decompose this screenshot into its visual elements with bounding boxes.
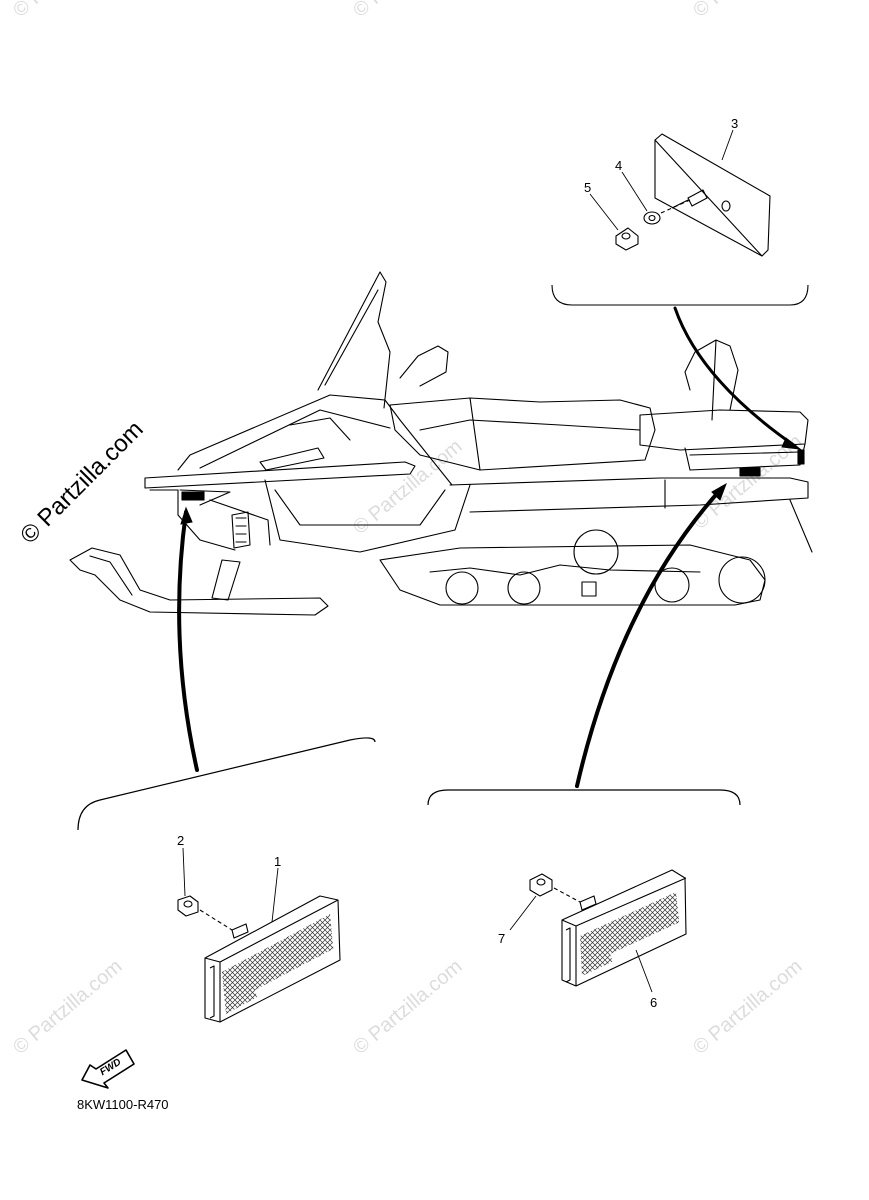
leader-arrows: [177, 306, 802, 788]
callout-leaders: [182, 129, 734, 993]
watermark: © Partzilla.com: [9, 0, 126, 22]
callout-3: 3: [731, 116, 738, 131]
watermark-main: © Partzilla.com: [15, 416, 148, 549]
watermark: © Partzilla.com: [689, 0, 806, 22]
drawing-code: 8KW1100-R470: [77, 1097, 169, 1112]
callout-1: 1: [274, 854, 281, 869]
callout-6: 6: [650, 995, 657, 1010]
watermark: © Partzilla.com: [689, 955, 806, 1058]
callout-2: 2: [177, 833, 184, 848]
watermark: © Partzilla.com: [349, 0, 466, 22]
watermark: © Partzilla.com: [349, 435, 466, 538]
callout-4: 4: [615, 158, 622, 173]
callout-labels: 1 2 3 4 5 6 7: [177, 116, 738, 1010]
watermark: © Partzilla.com: [349, 955, 466, 1058]
front-reflector-detail: [77, 737, 376, 1023]
snowmobile-illustration: [69, 271, 813, 616]
callout-5: 5: [584, 180, 591, 195]
rear-reflector-detail: [551, 133, 809, 306]
watermark: © Partzilla.com: [9, 955, 126, 1058]
callout-7: 7: [498, 931, 505, 946]
fwd-arrow-icon: FWD: [81, 1049, 135, 1089]
side-reflector-detail: [427, 789, 741, 987]
